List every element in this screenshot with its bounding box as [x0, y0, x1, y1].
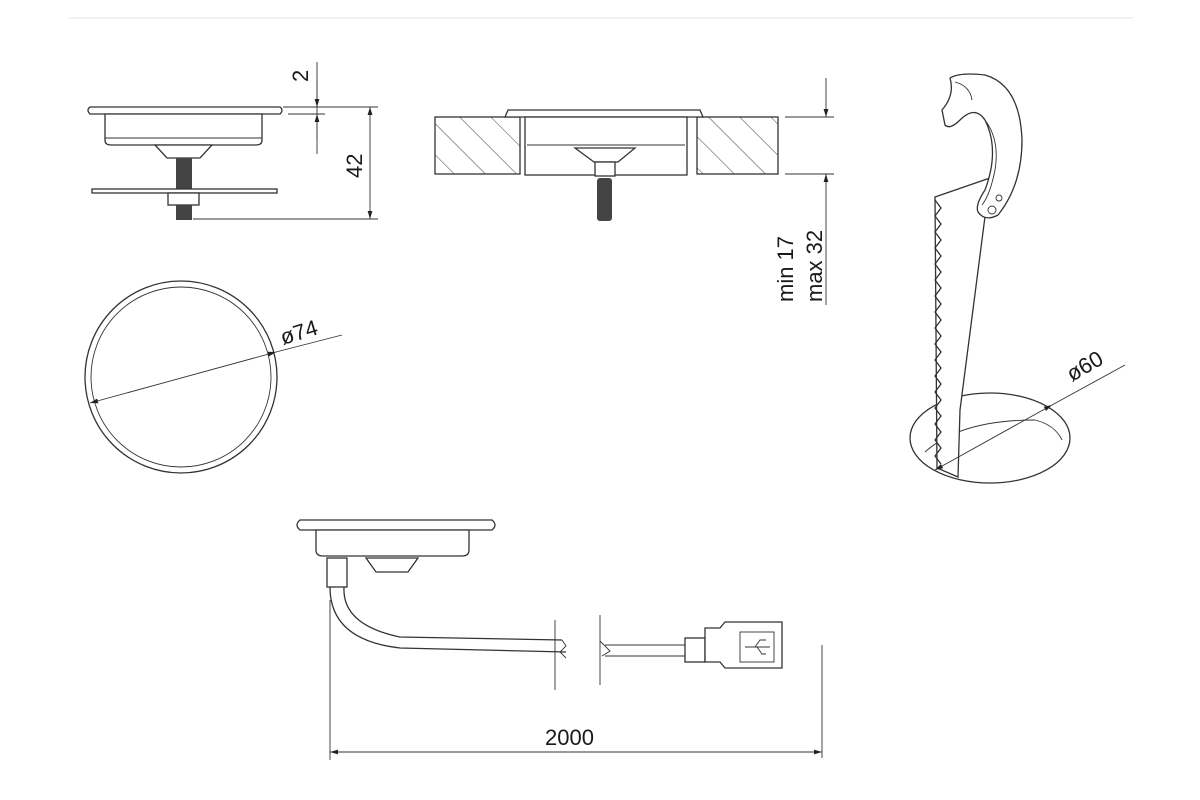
hole-saw: ø60 [909, 73, 1126, 484]
outer-diameter-label: ø74 [277, 315, 321, 350]
top-view: ø74 [84, 280, 343, 474]
total-height-label: 42 [342, 154, 367, 178]
flange-thickness-label: 2 [288, 70, 313, 82]
min-thickness-label: min 17 [773, 236, 798, 302]
installed-view: min 17 max 32 [434, 78, 834, 305]
saw-diameter-label: ø60 [1062, 346, 1107, 387]
usb-icon [739, 631, 775, 663]
max-thickness-label: max 32 [802, 230, 827, 302]
cable-view: 2000 [296, 519, 823, 760]
side-view: 2 42 [87, 62, 378, 220]
cable-length-label: 2000 [545, 725, 594, 750]
